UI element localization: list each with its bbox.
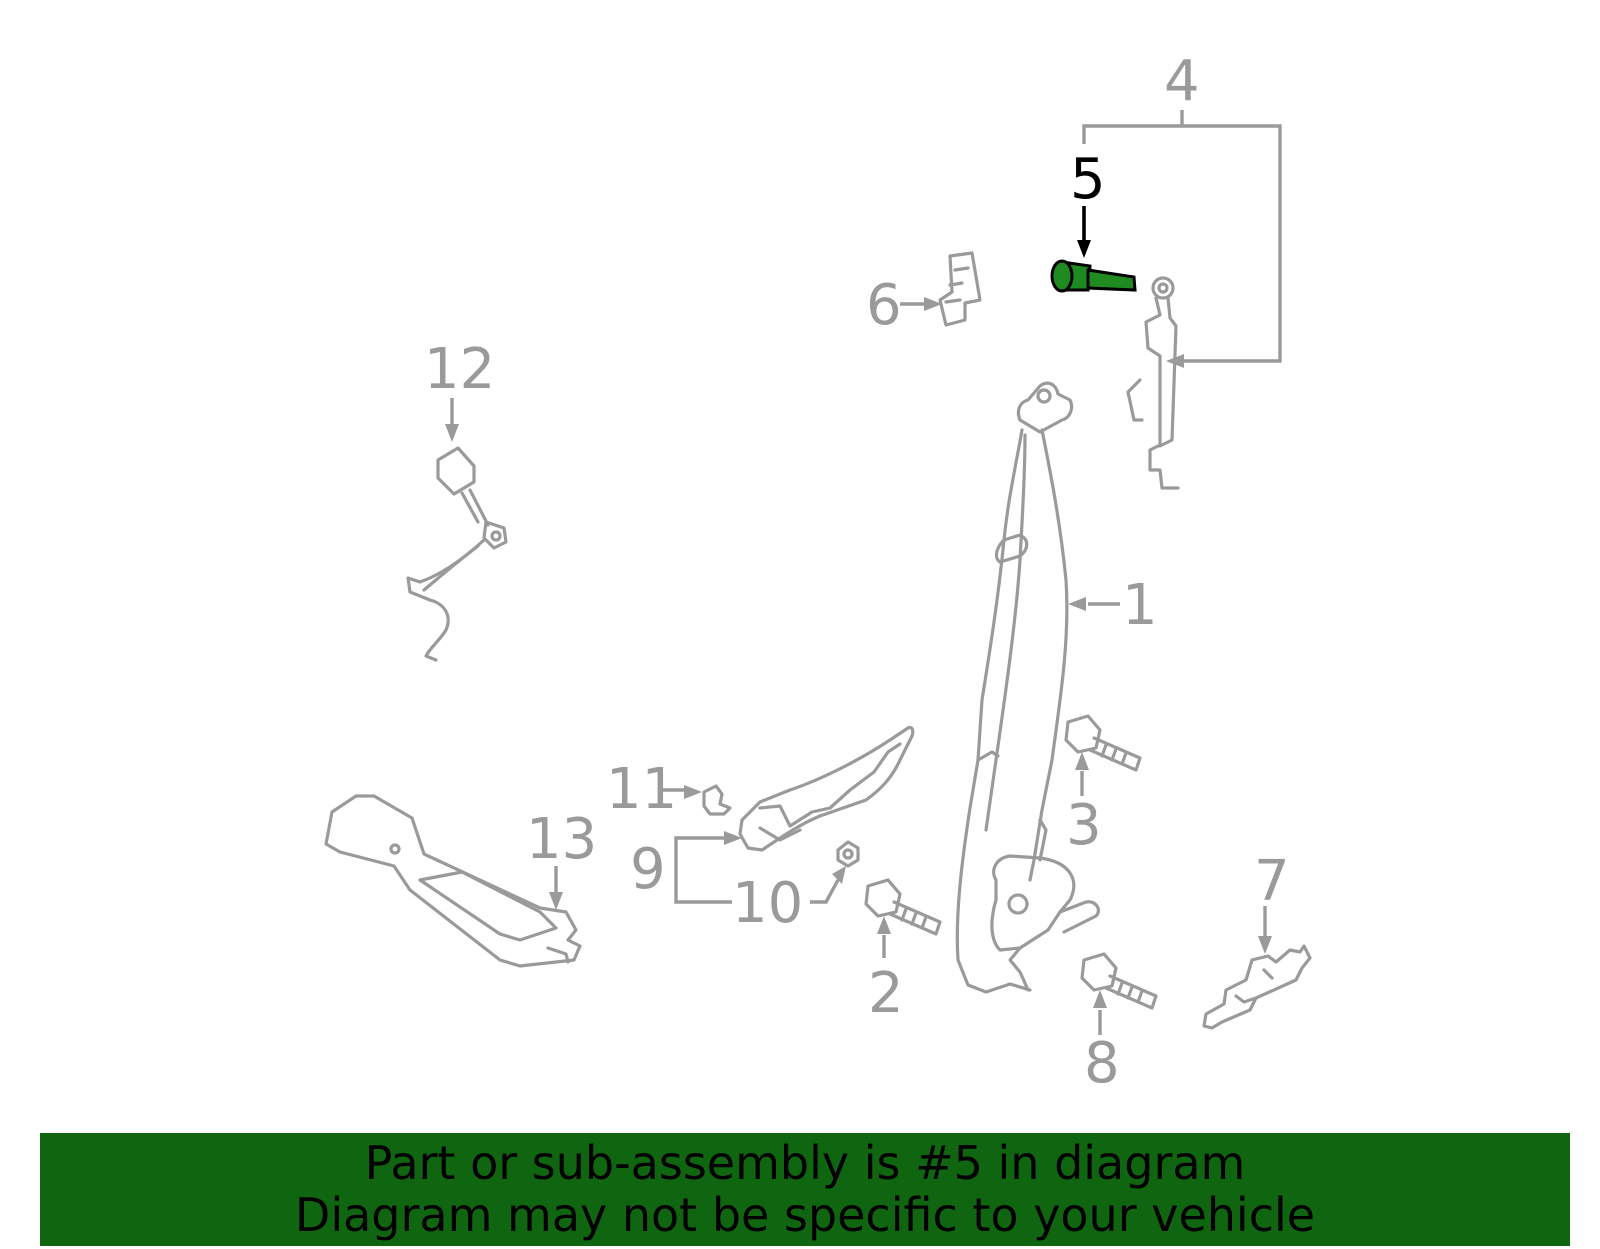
info-banner: Part or sub-assembly is #5 in diagram Di… (40, 1133, 1570, 1246)
banner-line-2: Diagram may not be specific to your vehi… (294, 1188, 1316, 1242)
part-6-bracket[interactable] (938, 251, 982, 327)
callout-11: 11 (606, 757, 677, 822)
callout-9: 9 (630, 837, 666, 902)
part-8-bolt[interactable] (1080, 952, 1158, 1010)
banner-line-1: Part or sub-assembly is #5 in diagram (364, 1136, 1246, 1190)
callout-labels: 1 2 3 4 5 6 7 8 9 10 11 12 13 (424, 49, 1290, 1096)
part-5-bolt-highlighted[interactable] (1050, 259, 1137, 293)
callout-6: 6 (866, 273, 902, 338)
callout-10: 10 (732, 871, 803, 936)
callout-1: 1 (1122, 573, 1158, 638)
part-2-bolt[interactable] (864, 878, 942, 936)
part-4-upper-anchor[interactable] (1126, 276, 1180, 490)
part-11-clip[interactable] (702, 784, 732, 816)
callout-13: 13 (526, 807, 597, 872)
callout-7: 7 (1254, 849, 1290, 914)
part-3-bolt[interactable] (1064, 714, 1142, 772)
callout-8: 8 (1084, 1031, 1120, 1096)
callout-3: 3 (1066, 793, 1102, 858)
part-12-wire-harness[interactable] (406, 446, 508, 662)
part-13-buckle[interactable] (324, 794, 582, 968)
part-10-nut[interactable] (836, 840, 860, 868)
callout-5-highlighted: 5 (1070, 147, 1106, 212)
part-1-belt-retractor[interactable] (955, 381, 1100, 994)
leader-lines (445, 110, 1282, 1035)
part-7-bracket[interactable] (1202, 944, 1312, 1030)
part-9-trim-cover[interactable] (738, 725, 915, 852)
callout-12: 12 (424, 337, 495, 402)
callout-2: 2 (868, 961, 904, 1026)
callout-4: 4 (1164, 49, 1200, 114)
